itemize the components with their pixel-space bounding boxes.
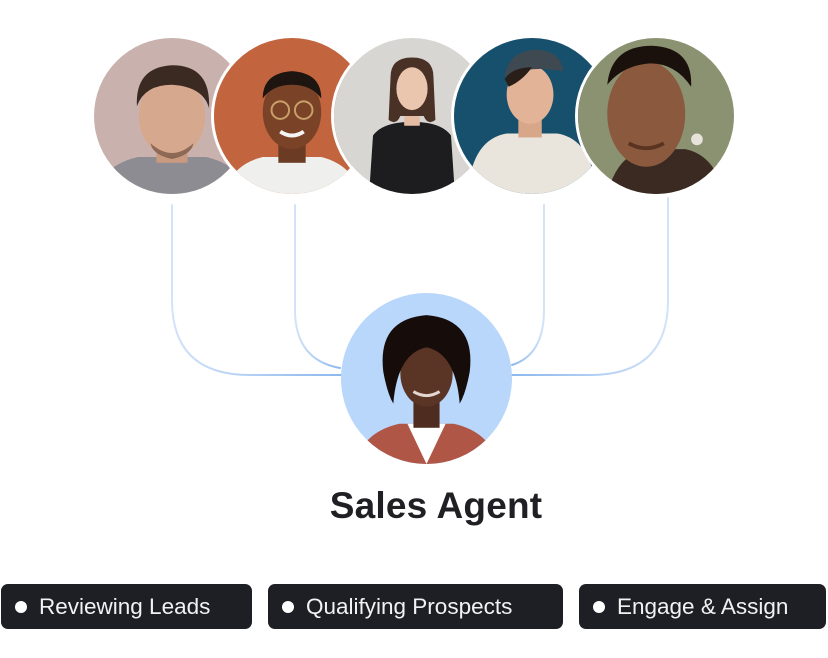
connector-line-2 — [294, 204, 341, 369]
bullet-dot-icon — [282, 600, 294, 613]
connector-line-3 — [511, 204, 545, 366]
chip-label: Engage & Assign — [617, 593, 789, 619]
person-portrait-icon — [454, 38, 610, 194]
person-portrait-icon — [214, 38, 370, 194]
person-portrait-icon — [578, 38, 734, 194]
bullet-dot-icon — [15, 600, 27, 613]
chip-label: Qualifying Prospects — [306, 593, 513, 619]
connector-line-1 — [171, 204, 343, 376]
avatar-sales-agent — [341, 293, 512, 464]
status-chip-engage-assign: Engage & Assign — [579, 584, 826, 629]
chip-label: Reviewing Leads — [39, 593, 211, 619]
connector-line-4 — [511, 197, 669, 376]
avatar-lead-5 — [575, 35, 737, 197]
person-portrait-icon — [341, 293, 512, 464]
avatar-lead-3 — [331, 35, 493, 197]
avatar-lead-1 — [91, 35, 253, 197]
status-chip-reviewing-leads: Reviewing Leads — [1, 584, 252, 629]
avatar-lead-4 — [451, 35, 613, 197]
agent-title: Sales Agent — [329, 485, 543, 526]
person-portrait-icon — [334, 38, 490, 194]
bullet-dot-icon — [593, 600, 605, 613]
status-chip-qualifying-prospects: Qualifying Prospects — [268, 584, 563, 629]
